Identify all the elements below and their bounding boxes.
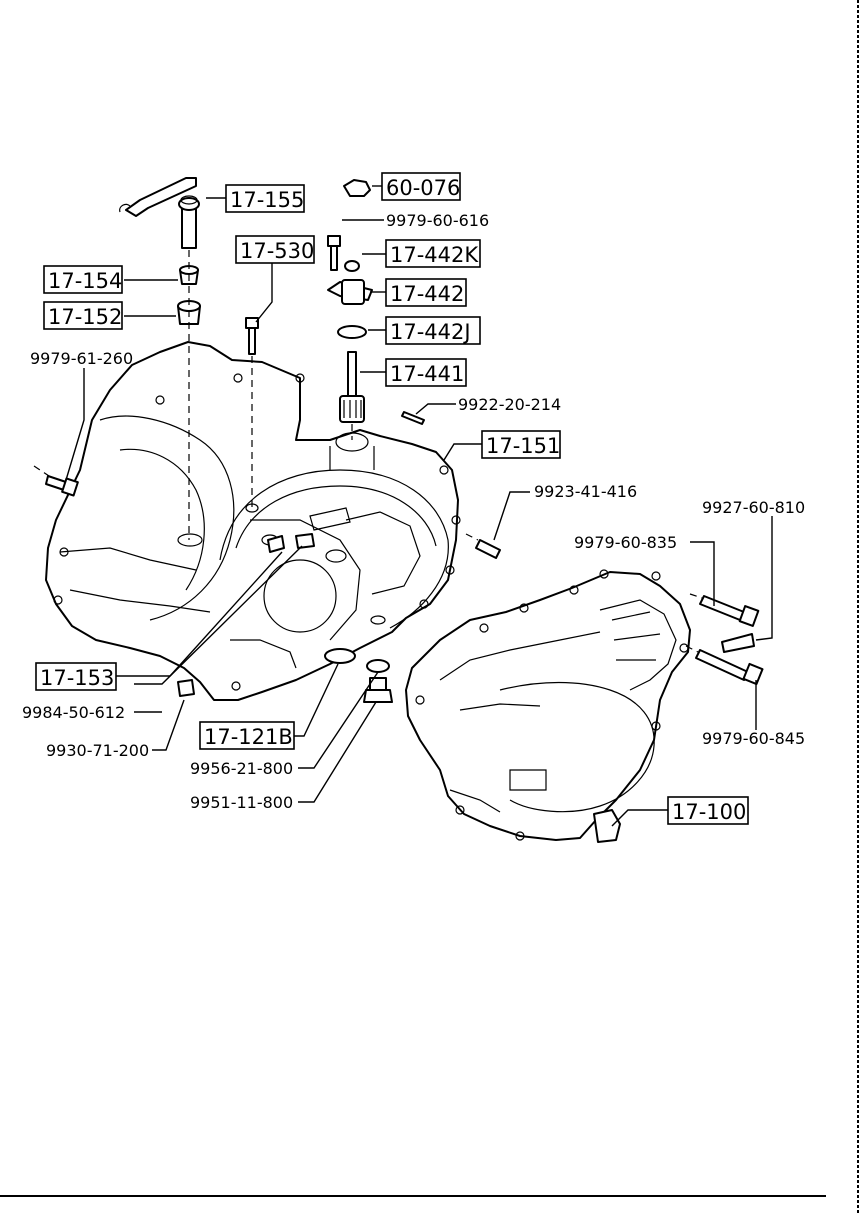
label-box-17-151 bbox=[481, 430, 561, 459]
label-box-17-152 bbox=[43, 301, 123, 330]
sleeve-17-442 bbox=[327, 279, 373, 305]
label-9984-50-612: 9984-50-612 bbox=[22, 703, 125, 722]
plain-labels: 9979-60-616 9979-61-260 9922-20-214 9923… bbox=[22, 211, 805, 812]
bolt-9979-60-835 bbox=[699, 595, 760, 627]
label-9979-60-845: 9979-60-845 bbox=[702, 729, 805, 748]
label-17-442: 17-442 bbox=[390, 282, 464, 306]
label-box-17-441 bbox=[385, 358, 467, 387]
transaxle-case-drawing bbox=[45, 341, 461, 701]
clutch-housing-drawing bbox=[405, 569, 691, 843]
pin-9922-20-214 bbox=[401, 411, 425, 425]
label-9923-41-416: 9923-41-416 bbox=[534, 482, 637, 501]
label-box-17-100 bbox=[667, 796, 749, 825]
dowel-9923-41-416 bbox=[475, 539, 501, 559]
clamp-9984-50-612 bbox=[295, 533, 315, 549]
bracket-9927-60-810 bbox=[721, 633, 755, 653]
label-box-17-153 bbox=[35, 662, 117, 691]
label-17-100: 17-100 bbox=[672, 800, 746, 824]
label-17-155: 17-155 bbox=[230, 188, 304, 212]
bolt-9979-61-260 bbox=[45, 475, 79, 497]
label-box-17-442 bbox=[385, 278, 467, 307]
label-box-17-154 bbox=[43, 265, 123, 294]
label-17-151: 17-151 bbox=[486, 434, 560, 458]
label-60-076: 60-076 bbox=[386, 176, 460, 200]
label-17-442J: 17-442J bbox=[390, 320, 471, 344]
label-17-152: 17-152 bbox=[48, 305, 122, 329]
alignment-line-9979-61-260 bbox=[33, 465, 53, 479]
gasket-9956-21-800 bbox=[366, 659, 390, 673]
label-9979-61-260: 9979-61-260 bbox=[30, 349, 133, 368]
label-9922-20-214: 9922-20-214 bbox=[458, 395, 561, 414]
label-17-153: 17-153 bbox=[40, 666, 114, 690]
label-9956-21-800: 9956-21-800 bbox=[190, 759, 293, 778]
leader-lines bbox=[65, 185, 773, 827]
label-box-17-530 bbox=[235, 235, 315, 264]
alignment-line-845 bbox=[685, 645, 699, 653]
clip-60-076 bbox=[343, 179, 371, 197]
washer-17-121B bbox=[324, 648, 356, 664]
label-box-17-121B bbox=[199, 721, 295, 750]
boxed-labels: 60-076 17-155 17-530 17-442K 17-154 17-4… bbox=[35, 172, 749, 825]
alignment-line-835 bbox=[689, 593, 703, 599]
label-17-121B: 17-121B bbox=[204, 725, 293, 749]
label-box-17-442J bbox=[385, 316, 481, 345]
o-ring-17-442J bbox=[337, 325, 367, 339]
label-17-530: 17-530 bbox=[240, 239, 314, 263]
label-box-17-442K bbox=[385, 239, 481, 268]
breather-17-153 bbox=[267, 535, 285, 553]
bolt-17-530 bbox=[245, 317, 259, 355]
label-9927-60-810: 9927-60-810 bbox=[702, 498, 805, 517]
label-9979-60-616: 9979-60-616 bbox=[386, 211, 489, 230]
plug-9951-11-800 bbox=[363, 677, 393, 703]
label-9930-71-200: 9930-71-200 bbox=[46, 741, 149, 760]
speedometer-gear-17-441 bbox=[339, 351, 365, 423]
label-17-154: 17-154 bbox=[48, 269, 122, 293]
alignment-line-dowel bbox=[465, 533, 479, 541]
label-9951-11-800: 9951-11-800 bbox=[190, 793, 293, 812]
label-9979-60-835: 9979-60-835 bbox=[574, 533, 677, 552]
bolt-9979-60-845 bbox=[695, 649, 764, 686]
label-box-17-155 bbox=[225, 184, 305, 213]
label-box-60-076 bbox=[381, 172, 461, 201]
bolt-9979-60-616 bbox=[327, 235, 341, 271]
cap-17-442K bbox=[344, 260, 360, 272]
label-17-442K: 17-442K bbox=[390, 243, 479, 267]
cap-9930-71-200 bbox=[177, 679, 195, 697]
shift-rod-assembly bbox=[119, 177, 200, 249]
label-17-441: 17-441 bbox=[390, 362, 464, 386]
